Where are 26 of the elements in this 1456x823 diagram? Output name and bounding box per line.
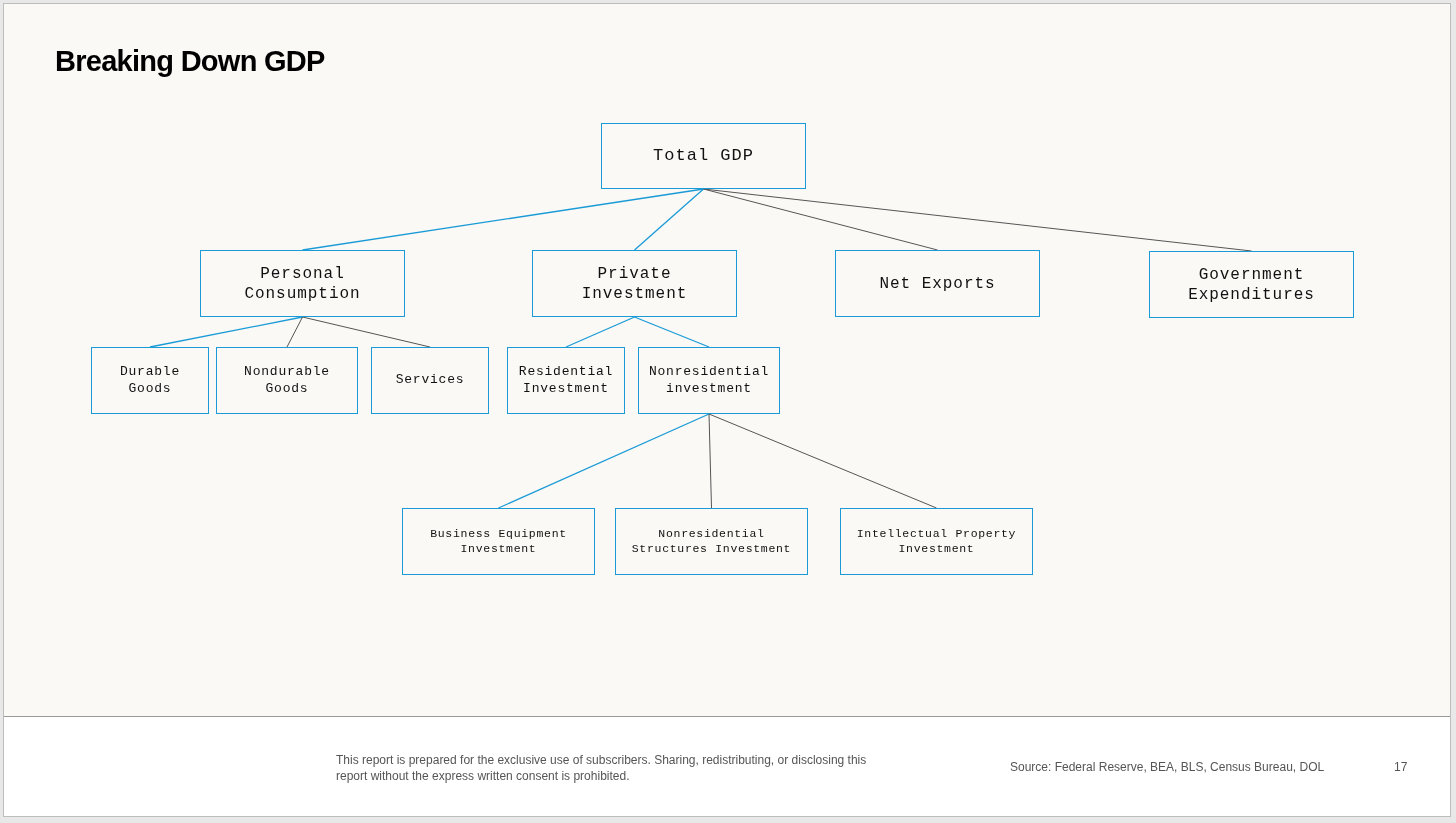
category-box: Nonresidential investment (638, 347, 780, 414)
disclaimer-text: This report is prepared for the exclusive use of subscribers. Sharing, redistributing, or disclosing this report without the express written consent is prohibited. (336, 752, 868, 784)
connector-line (633, 316, 710, 348)
category-box: Private Investment (532, 250, 737, 317)
category-box: Business Equipment Investment (402, 508, 595, 575)
connector-line (708, 413, 712, 509)
category-box: Net Exports (835, 250, 1040, 317)
connector-line (633, 188, 705, 251)
title: Breaking Down GDP (55, 44, 325, 79)
connector-line (565, 316, 636, 348)
connector-line (286, 316, 303, 348)
connector-line (302, 316, 431, 348)
category-box: Personal Consumption (200, 250, 405, 317)
connector-line (708, 413, 937, 509)
page-number: 17 (1394, 759, 1408, 776)
category-box: Nondurable Goods (216, 347, 358, 414)
connector-line (149, 316, 304, 348)
category-box: Total GDP (601, 123, 806, 189)
category-box: Durable Goods (91, 347, 209, 414)
connector-line (497, 413, 710, 509)
category-box: Government Expenditures (1149, 251, 1354, 318)
category-box: Services (371, 347, 489, 414)
source-note: Source: Federal Reserve, BEA, BLS, Census Bureau, DOL (1010, 759, 1325, 776)
category-box: Residential Investment (507, 347, 625, 414)
category-box: Nonresidential Structures Investment (615, 508, 808, 575)
category-box: Intellectual Property Investment (840, 508, 1033, 575)
